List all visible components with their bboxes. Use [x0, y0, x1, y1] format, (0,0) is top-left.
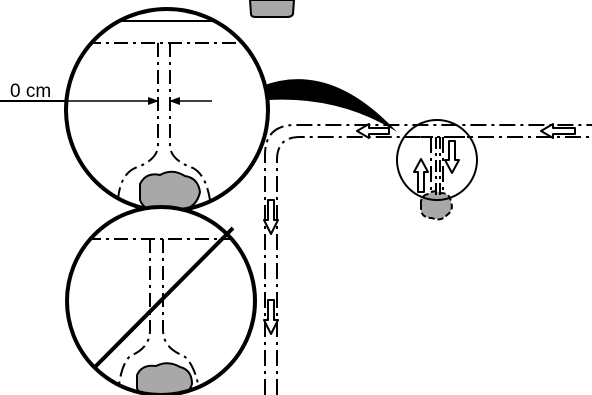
obstacle-stone-small — [419, 190, 453, 221]
clearance-label: 0 cm — [10, 81, 51, 102]
clearance-measure — [0, 97, 212, 105]
magnifier-circle-small — [396, 119, 478, 201]
arrow-down-icon — [444, 140, 460, 174]
direction-arrow-icon — [540, 123, 576, 139]
magnifier-circle-prohibited — [65, 205, 257, 395]
boundary-wire-main — [264, 124, 592, 395]
magnifier-circle-correct: 0 cm — [0, 7, 270, 213]
top-tab — [248, 0, 296, 18]
direction-arrow-icon — [356, 123, 390, 139]
direction-arrow-icon — [263, 199, 279, 235]
direction-arrow-icon — [263, 299, 279, 335]
obstacle-stone — [136, 362, 194, 395]
prohibition-slash — [93, 226, 235, 369]
obstacle-stone — [139, 170, 202, 211]
arrow-up-icon — [413, 158, 429, 193]
zoom-callout — [262, 79, 397, 132]
